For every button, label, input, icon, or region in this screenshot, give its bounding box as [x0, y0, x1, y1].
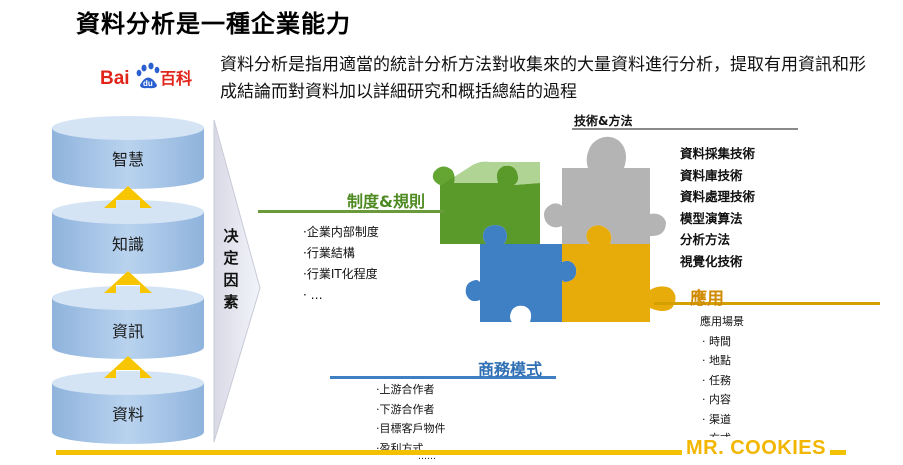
list-item: 分析方法 [680, 232, 731, 247]
tech-underline [572, 128, 798, 130]
business-ellipsis: …… [418, 452, 436, 462]
baidu-logo: Bai du 百科 [98, 58, 198, 94]
application-title: 應用 [690, 289, 724, 309]
puzzle-piece-gray [544, 136, 666, 244]
logo-latin: Bai [100, 68, 130, 89]
list-item: 資料處理技術 [680, 189, 756, 204]
rules-list: ·企業内部制度 ·行業結構 ·行業IT化程度 · … [303, 222, 379, 306]
puzzle-graphic [432, 136, 676, 322]
business-list: ·上游合作者 ·下游合作者 ·目標客戶物件 ·盈利方式 [376, 380, 446, 458]
tech-list: 資料採集技術 資料庫技術 資料處理技術 模型演算法 分析方法 視覺化技術 [680, 143, 755, 272]
description-text: 資料分析是指用適當的統計分析方法對收集來的大量資料進行分析，提取有用資訊和形成結… [220, 55, 866, 102]
up-arrow-icon [104, 186, 152, 208]
list-item: ·行業結構 [303, 246, 355, 260]
rules-title: 制度&規則 [347, 192, 425, 211]
up-arrow-icon [104, 356, 152, 378]
baidu-logo-graphic: Bai du 百科 [100, 62, 192, 89]
list-item: 資料庫技術 [680, 167, 743, 183]
list-item: ·目標客戶物件 [376, 422, 446, 435]
list-item: 視覺化技術 [680, 253, 743, 269]
list-item: · … [303, 288, 323, 302]
list-item: · 渠道 [702, 412, 731, 426]
decision-chevron [213, 119, 261, 443]
brand-label: MR. COOKIES [682, 437, 830, 460]
list-item: · 時間 [702, 334, 731, 348]
level-label-wisdom: 智慧 [111, 150, 144, 169]
puzzle-piece-green [432, 165, 540, 244]
level-label-knowledge: 知識 [111, 235, 144, 254]
tech-title: 技術&方法 [574, 114, 633, 128]
cylinder-information [52, 286, 204, 359]
business-underline [330, 376, 556, 379]
list-item: 模型演算法 [680, 210, 743, 226]
list-item: ·行業IT化程度 [303, 267, 378, 281]
list-item: ·上游合作者 [376, 383, 435, 396]
up-arrow-icons [104, 186, 152, 378]
cylinder-data [52, 371, 204, 444]
list-item: · 任務 [702, 373, 731, 387]
list-item: ·企業内部制度 [303, 225, 379, 239]
logo-chinese: 百科 [160, 69, 192, 88]
puzzle-piece-blue [465, 225, 577, 322]
application-list: 應用場景 · 時間 · 地點 · 任務 · 内容 · 渠道 · 方式 [700, 312, 744, 449]
level-label-data: 資料 [111, 405, 144, 424]
cylinder-knowledge [52, 200, 204, 274]
list-item: 資料採集技術 [680, 146, 756, 161]
level-label-information: 資訊 [111, 322, 144, 341]
up-arrow-icon [104, 271, 152, 293]
list-item: · 内容 [702, 393, 731, 406]
list-item: · 地點 [702, 354, 731, 367]
bottom-divider [56, 450, 846, 455]
cylinder-wisdom [52, 116, 204, 189]
app-underline [654, 302, 880, 305]
page-title: 資料分析是一種企業能力 [76, 9, 351, 38]
business-title: 商務模式 [478, 360, 543, 379]
rules-underline [258, 210, 444, 213]
paw-icon: du [136, 62, 160, 89]
decision-factors-label: 决定因素 [223, 227, 239, 311]
application-subtitle: 應用場景 [700, 315, 744, 328]
logo-badge: du [143, 79, 153, 88]
list-item: ·下游合作者 [376, 402, 435, 416]
puzzle-piece-yellow [562, 225, 676, 322]
